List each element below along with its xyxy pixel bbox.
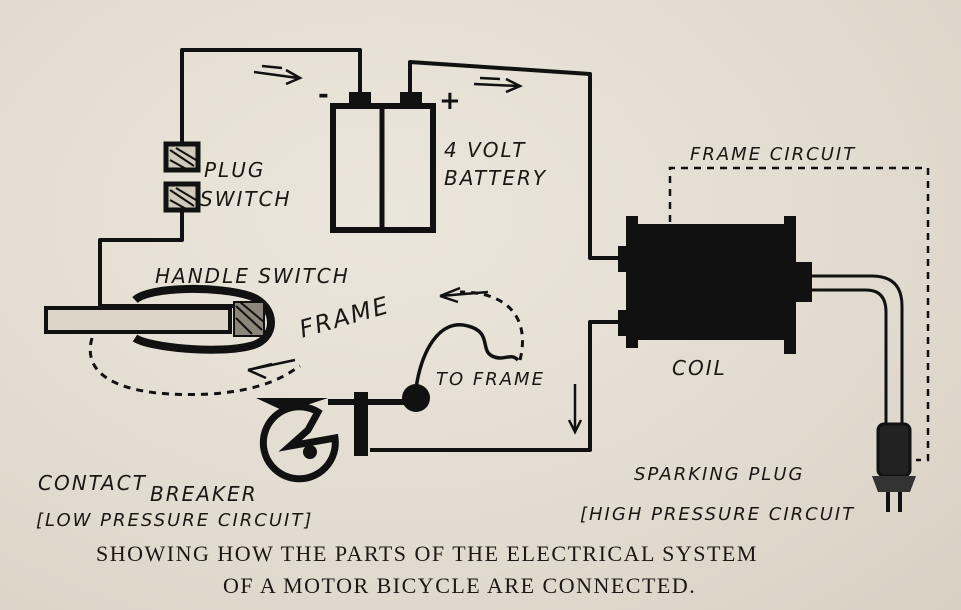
plug-switch: [163, 141, 201, 213]
wire-battery-to-coil: [408, 60, 624, 260]
battery-name-label: BATTERY: [444, 166, 548, 190]
contact-label: CONTACT: [38, 471, 147, 495]
plug-label: PLUG: [204, 158, 266, 182]
to-frame-label: TO FRAME: [436, 369, 545, 390]
battery-voltage-label: 4 VOLT: [444, 138, 527, 162]
current-arrow-down: [567, 384, 583, 435]
current-arrow-top-left: [253, 64, 303, 86]
high-tension-cable: [812, 274, 904, 426]
ignition-coil: [618, 216, 812, 354]
frame-arrow-left: [247, 358, 296, 380]
handle-switch: [44, 284, 275, 354]
frame-circuit-label: FRAME CIRCUIT: [690, 144, 857, 165]
wire-plug-to-handle-switch: [98, 210, 184, 306]
breaker-label: BREAKER: [150, 482, 258, 506]
battery-minus-sign: -: [318, 80, 329, 110]
high-pressure-label: [HIGH PRESSURE CIRCUIT: [580, 504, 856, 525]
caption-line-2: OF A MOTOR BICYCLE ARE CONNECTED.: [223, 573, 697, 598]
wire-to-frame: [413, 323, 520, 397]
current-arrow-top-right: [473, 76, 523, 94]
wire-coil-to-breaker: [370, 320, 624, 452]
sparking-plug: [872, 422, 916, 512]
low-pressure-label: [LOW PRESSURE CIRCUIT]: [36, 510, 314, 531]
frame-return-path: [88, 337, 301, 397]
caption-line-1: SHOWING HOW THE PARTS OF THE ELECTRICAL …: [96, 541, 758, 566]
battery-plus-sign: +: [439, 86, 461, 116]
battery: [330, 92, 436, 233]
coil-label: COIL: [672, 356, 727, 380]
wire-battery-to-plug-switch: [180, 48, 362, 144]
sparking-plug-label: SPARKING PLUG: [634, 464, 805, 485]
frame-circuit-path: [668, 166, 930, 462]
frame-arrow-top: [439, 286, 489, 304]
switch-label: SWITCH: [200, 187, 292, 211]
contact-breaker: [256, 384, 430, 483]
handle-switch-label: HANDLE SWITCH: [155, 264, 350, 288]
